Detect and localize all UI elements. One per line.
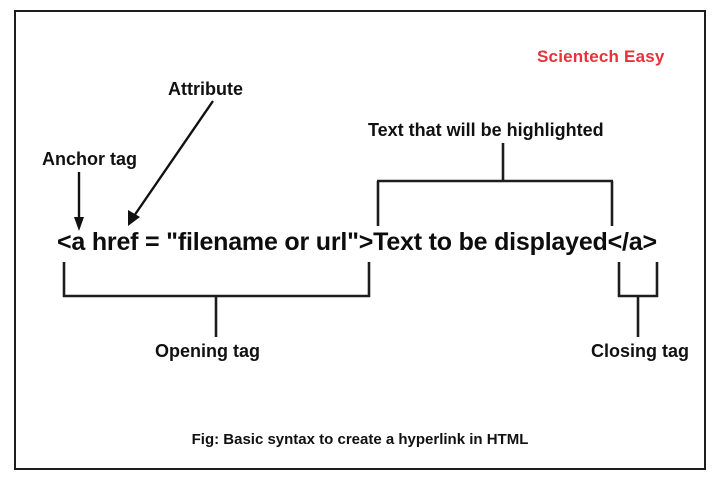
annotation-label-opening-tag: Opening tag xyxy=(155,341,260,361)
html-anchor-syntax-code: <a href = "filename or url">Text to be d… xyxy=(57,228,657,256)
annotation-label-closing-tag: Closing tag xyxy=(591,341,689,361)
annotation-label-anchor-tag: Anchor tag xyxy=(42,149,138,169)
watermark-scientech-easy: Scientech Easy xyxy=(537,47,665,66)
figure-caption: Fig: Basic syntax to create a hyperlink … xyxy=(191,431,529,448)
annotation-label-highlighted-text: Text that will be highlighted xyxy=(368,120,604,140)
annotation-label-attribute: Attribute xyxy=(168,79,243,99)
figure-border xyxy=(14,10,706,470)
